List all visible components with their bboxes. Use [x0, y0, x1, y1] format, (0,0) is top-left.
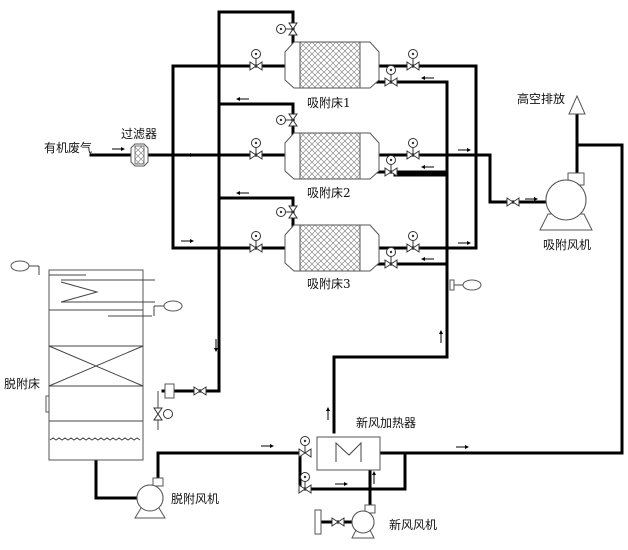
- valve-adsorption-fan[interactable]: [506, 197, 520, 207]
- flow-meter: [164, 383, 175, 399]
- filter[interactable]: [130, 143, 149, 167]
- adsorber-1[interactable]: [284, 41, 380, 89]
- label-desorption-fan: 脱附风机: [171, 491, 219, 506]
- fresh-air-fan[interactable]: [314, 504, 376, 539]
- adsorber-3[interactable]: [284, 224, 380, 272]
- label-adsorber-3: 吸附床3: [307, 277, 351, 291]
- valve-fresh-air-inlet[interactable]: [331, 517, 345, 527]
- label-adsorber-2: 吸附床2: [307, 186, 351, 200]
- pipe-heater-bypass: [298, 451, 407, 491]
- label-adsorber-1: 吸附床1: [307, 96, 351, 110]
- desorption-fan[interactable]: [134, 477, 166, 519]
- valve-heater-inlet[interactable]: [298, 436, 312, 458]
- pipe-regen-header: [332, 80, 449, 434]
- label-fresh-air-heater: 新风加热器: [356, 415, 416, 430]
- drain-valve[interactable]: [153, 391, 173, 430]
- adsorber-2[interactable]: [284, 132, 380, 180]
- valve-desorb-inlet[interactable]: [193, 386, 207, 396]
- pipe-desorb-header: [161, 10, 221, 393]
- label-filter: 过滤器: [121, 127, 157, 141]
- label-waste-gas-inlet: 有机废气: [44, 140, 92, 155]
- desorption-bed[interactable]: [10, 260, 183, 461]
- pipes: [89, 10, 624, 524]
- exhaust-stack: [568, 94, 586, 115]
- pipe-fan-loop: [378, 143, 624, 455]
- pipe-desorb-bed-to-fan: [94, 458, 141, 500]
- temperature-sensor: [449, 279, 482, 291]
- pipe-outlet-bed1: [368, 64, 478, 250]
- adsorption-fan[interactable]: [539, 172, 593, 231]
- label-fresh-air-fan: 新风风机: [389, 517, 437, 532]
- pipe-desorb-fan-out: [156, 451, 302, 482]
- fresh-air-heater[interactable]: [316, 436, 381, 471]
- label-high-altitude-exhaust: 高空排放: [517, 91, 565, 106]
- label-adsorption-fan: 吸附风机: [543, 238, 591, 252]
- label-desorption-bed: 脱附床: [4, 376, 40, 391]
- pipe-outlet-bed2: [368, 153, 547, 204]
